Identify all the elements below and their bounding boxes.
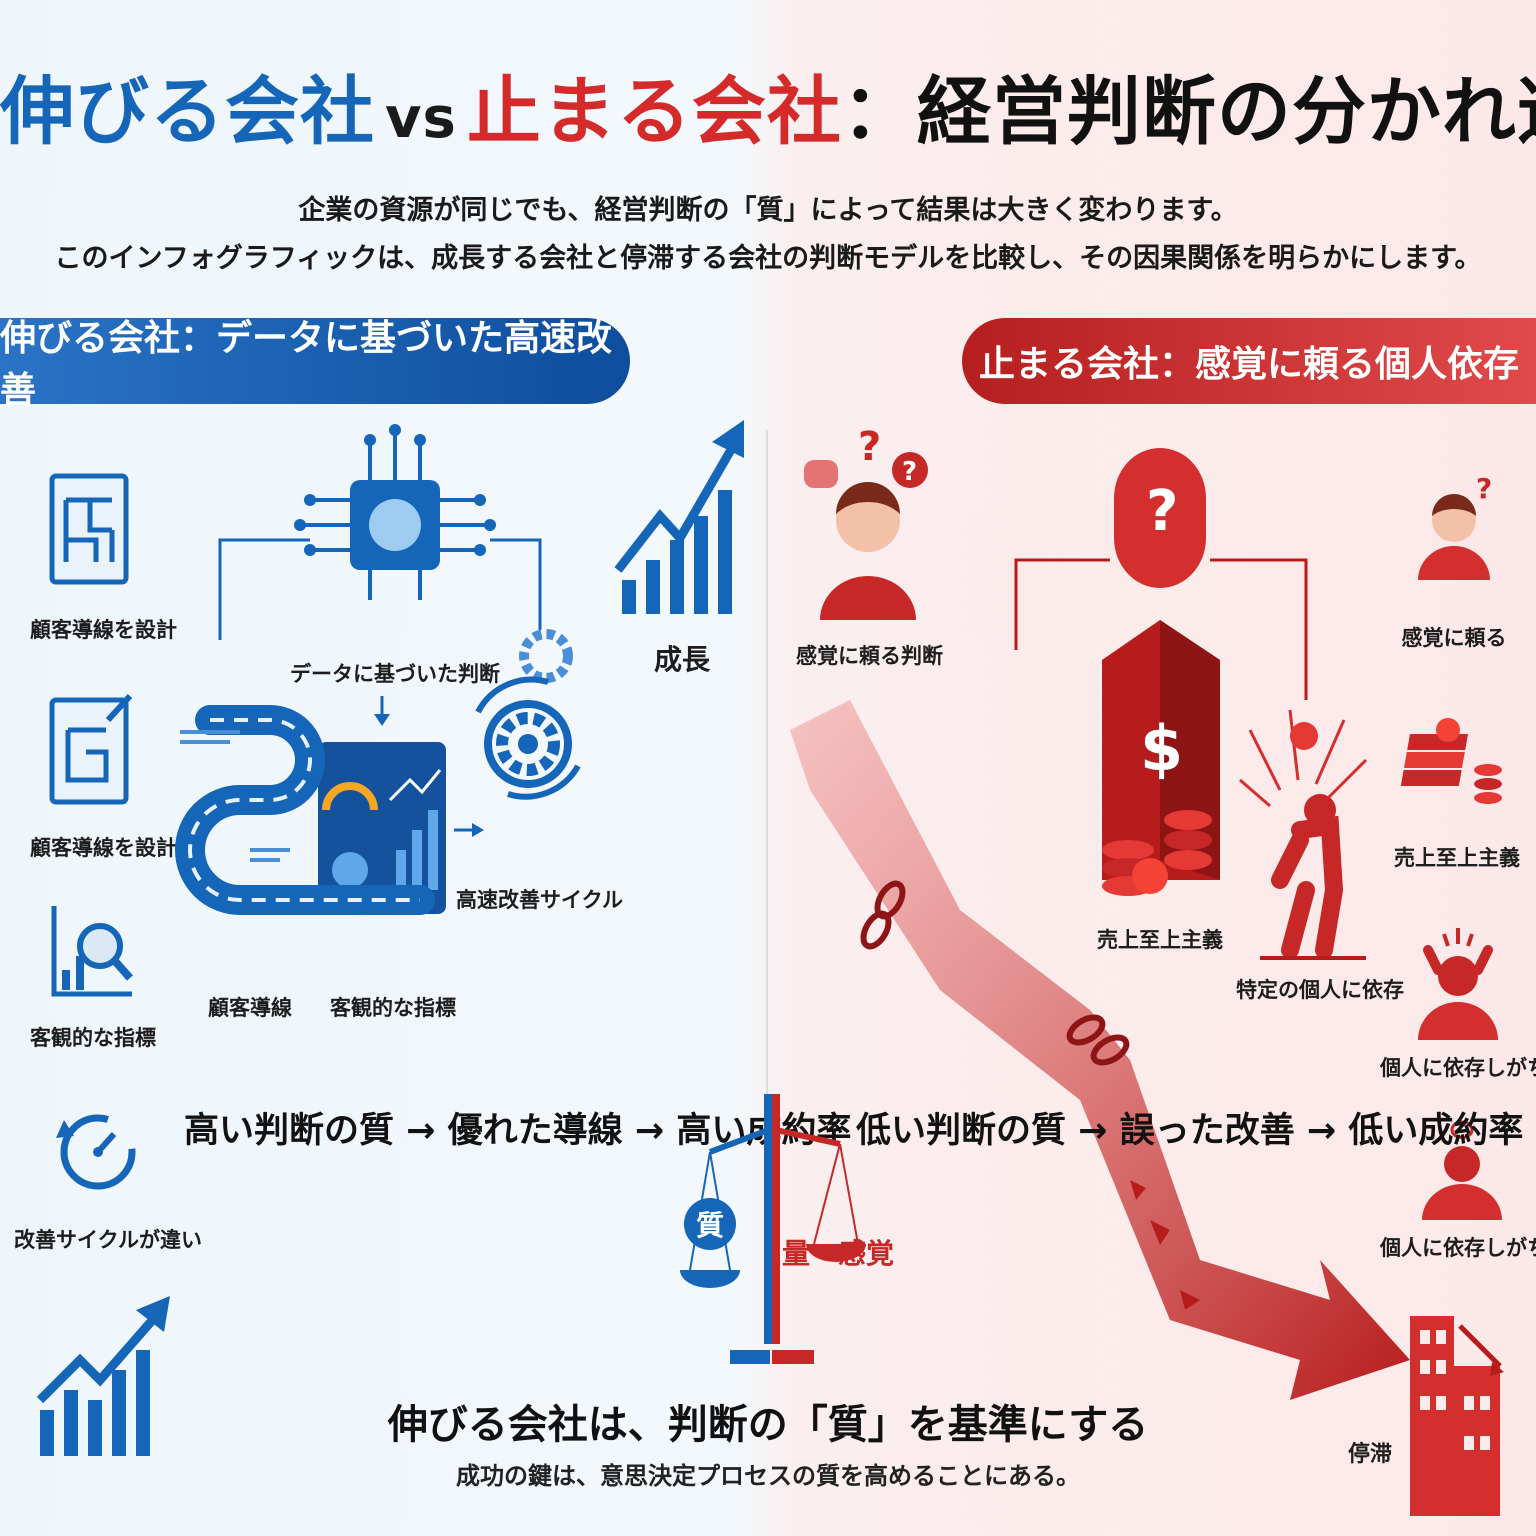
person-dependent-label: 特定の個人に依存 — [1236, 978, 1404, 1002]
center-divider — [766, 430, 768, 1110]
data-decision-diagram — [175, 424, 542, 915]
right-side-label-2: 売上至上主義 — [1394, 846, 1520, 870]
dashboard-screen-icon — [318, 742, 446, 914]
funnel-label: 顧客導線 — [208, 996, 292, 1020]
broken-chain-icon — [860, 880, 1130, 1066]
confused-person-icon: ? ? — [804, 424, 928, 620]
ai-brain-chip-icon — [294, 424, 496, 600]
svg-text:?: ? — [1146, 479, 1178, 544]
money-stack-icon — [1400, 718, 1502, 804]
right-flow-statement: 低い判断の質 → 誤った改善 → 低い成約率 — [856, 1111, 1524, 1151]
conclusion-sub: 成功の鍵は、意思決定プロセスの質を高めることにある。 — [456, 1462, 1080, 1490]
title-vs: vs — [385, 86, 457, 151]
improvement-cycle-gears-icon — [475, 629, 581, 800]
magnifier-chart-icon — [51, 906, 133, 997]
sales-first-label: 売上至上主義 — [1097, 928, 1223, 952]
broken-decline-arrow — [790, 700, 1410, 1400]
title-stopping: 止まる会社 — [466, 69, 842, 155]
cycle-label: 高速改善サイクル — [456, 888, 623, 912]
stressed-person-icon — [1418, 928, 1498, 1040]
conclusion-main: 伸びる会社は、判断の「質」を基準にする — [387, 1402, 1149, 1448]
svg-text:$: $ — [1140, 712, 1183, 785]
design-blueprint-icon — [49, 693, 133, 805]
left-flow-statement: 高い判断の質 → 優れた導線 → 高い成約率 — [184, 1111, 852, 1151]
left-side-label-2: 顧客導線を設計 — [30, 836, 177, 860]
scale-quantity-label: 量・感覚 — [782, 1237, 895, 1270]
svg-text:?: ? — [858, 424, 881, 470]
declining-building-icon — [1410, 1316, 1504, 1516]
svg-text:?: ? — [1476, 472, 1492, 505]
blueprint-icon — [49, 473, 129, 585]
stopping-banner: 止まる会社：感覚に頼る個人依存 — [962, 318, 1536, 404]
intuition-judgment-label: 感覚に頼る判断 — [796, 644, 943, 668]
right-side-label-4: 個人に依存しがち — [1380, 1236, 1536, 1260]
data-judgment-label: データに基づいた判断 — [290, 662, 500, 686]
growing-banner: 伸びる会社：データに基づいた高速改善 — [0, 318, 630, 411]
intro-line-2: このインフォグラフィックは、成長する会社と停滞する会社の判断モデルを比較し、その… — [54, 243, 1482, 274]
svg-text:?: ? — [902, 457, 917, 487]
sales-first-mannequin-icon: ? $ — [1014, 448, 1308, 896]
intro-line-1: 企業の資源が同じでも、経営判断の「質」によって結果は大きく変わります。 — [298, 195, 1238, 226]
growth-chart-icon-bottom — [36, 1296, 170, 1456]
right-side-label-3: 個人に依存しがち — [1380, 1056, 1536, 1080]
growth-label: 成長 — [653, 643, 710, 676]
left-side-label-4: 改善サイクルが違い — [14, 1228, 202, 1252]
balance-scale-icon — [680, 1094, 866, 1364]
growth-chart-icon — [614, 420, 744, 614]
exhausted-person-icon — [1239, 709, 1368, 960]
left-side-label-1: 顧客導線を設計 — [30, 618, 177, 642]
depressed-person-icon — [1422, 1120, 1502, 1220]
right-side-label-1: 感覚に頼る — [1401, 626, 1507, 650]
scale-quality-label: 質 — [695, 1209, 724, 1242]
title-subject: ：経営判断の分かれ道 — [841, 69, 1536, 155]
customer-funnel-road-icon — [175, 705, 435, 915]
stopwatch-cycle-icon — [56, 1114, 136, 1190]
metrics-label: 客観的な指標 — [330, 996, 456, 1020]
title-growing: 伸びる会社 — [0, 69, 375, 155]
left-side-label-3: 客観的な指標 — [30, 1026, 156, 1050]
stagnation-label: 停滞 — [1347, 1442, 1392, 1467]
thinking-person-icon: ? — [1418, 472, 1492, 580]
